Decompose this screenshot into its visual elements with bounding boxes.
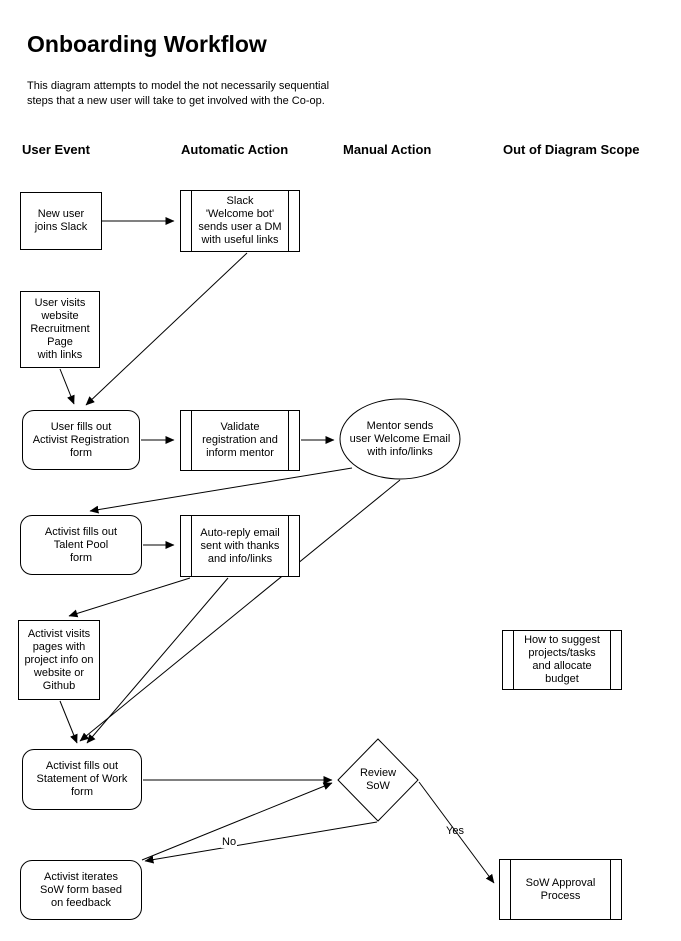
edge-recruitment-to-registration [59,368,75,405]
column-header-user-event: User Event [22,142,90,157]
node-activist-visits-project-pages: Activist visits pages with project info … [18,620,100,700]
node-review-sow: Review SoW [359,767,397,792]
column-header-automatic-action: Automatic Action [181,142,289,157]
node-validate-registration: Validate registration and inform mentor [180,410,300,471]
edge-iterates-to-review [141,782,333,861]
column-header-manual-action: Manual Action [343,142,432,157]
node-mentor-sends-welcome-email: Mentor sends user Welcome Email with inf… [349,419,451,458]
edge-mentor-to-talentpool [89,467,353,514]
edge-review-yes-to-approval [418,781,495,884]
edge-mentor-to-sowform [79,479,401,742]
page-subtitle: This diagram attempts to model the not n… [27,80,330,107]
node-how-to-suggest-projects: How to suggest projects/tasks and alloca… [502,630,622,690]
node-activist-iterates-sow: Activist iterates SoW form based on feed… [20,860,142,920]
edge-label-yes: Yes [446,825,464,837]
node-new-user-joins-slack: New user joins Slack [20,192,102,250]
node-statement-of-work-form: Activist fills out Statement of Work for… [22,749,142,810]
edge-label-no: No [221,836,238,848]
ellipse-mentor-sends-welcome-email [339,398,461,480]
edge-projectpages-to-sowform [59,700,78,744]
column-header-out-of-scope: Out of Diagram Scope [503,142,640,157]
page-title: Onboarding Workflow [27,31,267,57]
node-activist-registration-form: User fills out Activist Registration for… [22,410,140,470]
diamond-review-sow [337,738,419,822]
node-sow-approval-process: SoW Approval Process [499,859,622,920]
node-user-visits-recruitment: User visits website Recruitment Page wit… [20,291,100,368]
edge-review-no-to-iterates [144,821,378,864]
node-slack-welcome-bot: Slack 'Welcome bot' sends user a DM with… [180,190,300,252]
edge-autoreply-to-projectpages [68,577,191,618]
node-auto-reply-email: Auto-reply email sent with thanks and in… [180,515,300,577]
edge-welcomebot-to-registration [85,252,248,406]
node-talent-pool-form: Activist fills out Talent Pool form [20,515,142,575]
